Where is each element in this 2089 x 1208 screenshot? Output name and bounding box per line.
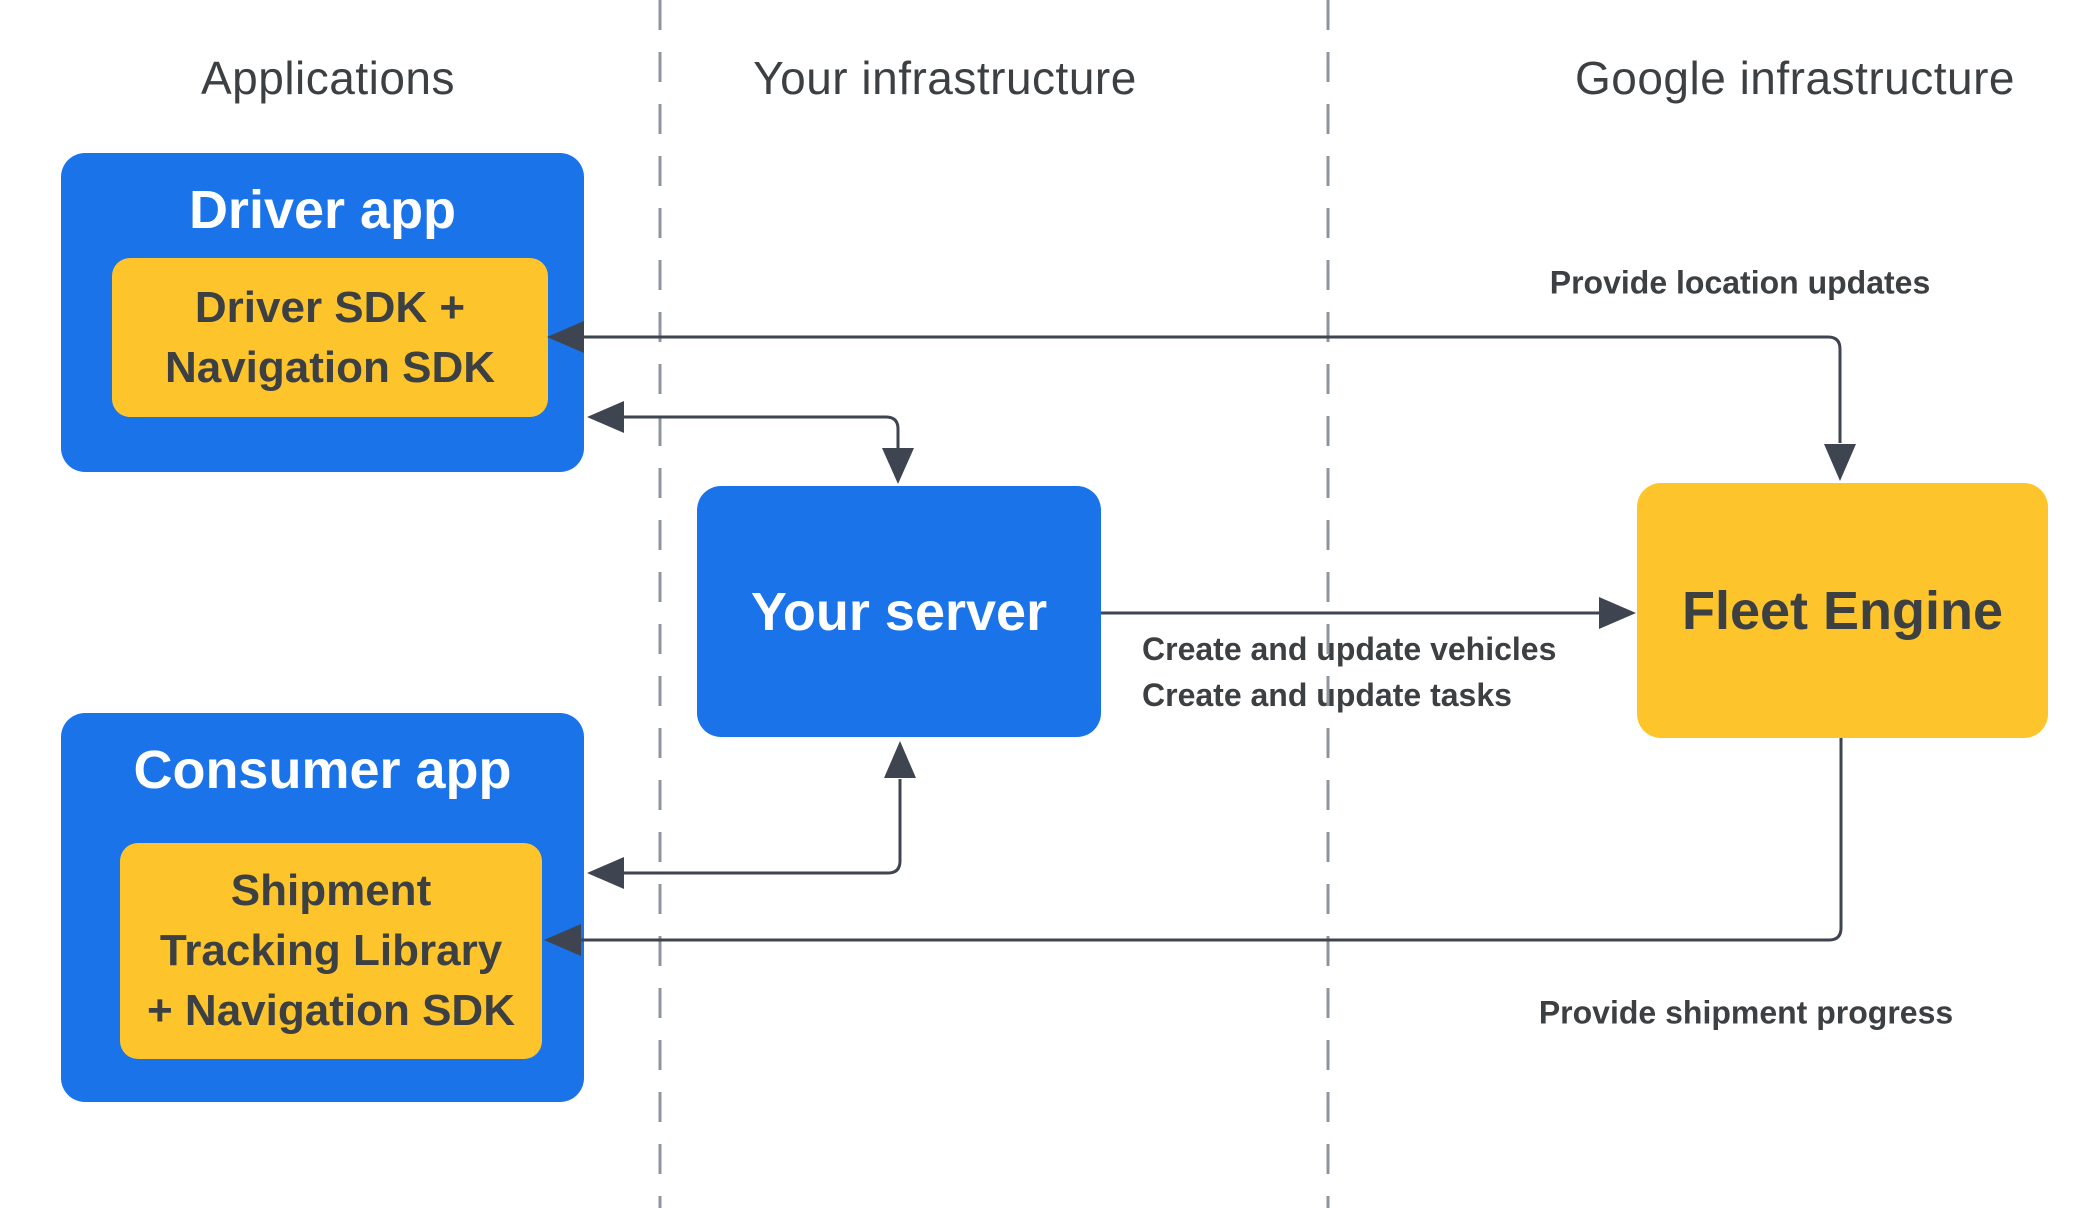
shipment-library-line-1: Shipment bbox=[230, 866, 432, 915]
node-driver-sdk: Driver SDK + Navigation SDK bbox=[112, 258, 548, 417]
label-create-and-update: Create and update vehicles Create and up… bbox=[1142, 626, 1556, 718]
fleet-engine-title: Fleet Engine bbox=[1681, 580, 2004, 641]
arrowhead-into-fleet-engine-left bbox=[1599, 597, 1636, 629]
arrow-provide-shipment-progress bbox=[581, 738, 1843, 942]
driver-sdk-line-1: Driver SDK + bbox=[194, 282, 466, 332]
shipment-library-line-3: + Navigation SDK bbox=[147, 986, 515, 1035]
arrow-provide-location-updates bbox=[584, 335, 1842, 443]
node-shipment-tracking-library: Shipment Tracking Library + Navigation S… bbox=[120, 843, 542, 1059]
label-create-update-tasks: Create and update tasks bbox=[1142, 677, 1512, 713]
label-create-update-vehicles: Create and update vehicles bbox=[1142, 631, 1557, 667]
node-driver-app: Driver app Driver SDK + Navigation SDK bbox=[61, 153, 584, 472]
arrowhead-into-your-server-top bbox=[882, 448, 914, 484]
label-provide-shipment-progress: Provide shipment progress bbox=[1538, 994, 1954, 1031]
node-consumer-app: Consumer app Shipment Tracking Library +… bbox=[61, 713, 584, 1102]
column-header-google-infrastructure: Google infrastructure bbox=[1574, 52, 2016, 104]
arrow-driver-app-your-server bbox=[624, 415, 900, 448]
driver-app-title: Driver app bbox=[188, 180, 457, 240]
shipment-library-line-2: Tracking Library bbox=[159, 926, 503, 975]
arrowhead-into-fleet-engine-top bbox=[1824, 444, 1856, 481]
arrowhead-into-driver-app bbox=[587, 401, 624, 433]
arrow-your-server-consumer-app bbox=[624, 779, 902, 875]
node-your-server: Your server bbox=[697, 486, 1101, 737]
arrowhead-into-your-server-bottom bbox=[884, 741, 916, 778]
column-header-your-infrastructure: Your infrastructure bbox=[753, 52, 1137, 104]
arrowhead-into-consumer-app bbox=[587, 857, 624, 889]
label-provide-location-updates: Provide location updates bbox=[1549, 264, 1931, 301]
driver-sdk-line-2: Navigation SDK bbox=[164, 342, 496, 392]
consumer-app-title: Consumer app bbox=[133, 740, 512, 800]
node-fleet-engine: Fleet Engine bbox=[1637, 483, 2048, 738]
column-header-applications: Applications bbox=[200, 52, 456, 104]
your-server-title: Your server bbox=[750, 581, 1048, 642]
